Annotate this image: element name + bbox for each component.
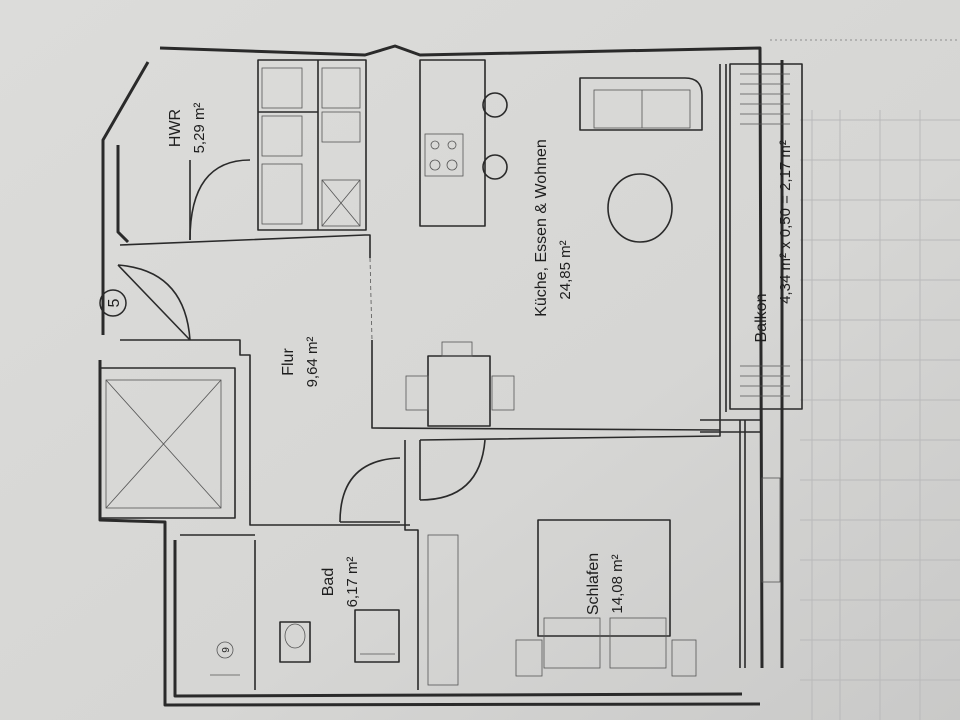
living-furniture (405, 77, 703, 427)
room-label-bad: Bad 6,17 m² (320, 557, 361, 608)
room-area: 4,34 m² x 0,50 = 2,17 m² (777, 140, 794, 304)
room-name: Bad (320, 568, 337, 596)
room-name: Schlafen (585, 553, 602, 615)
graph-grid (800, 110, 960, 720)
bedroom-furniture (427, 477, 781, 686)
room-label-kueche: Küche, Essen & Wohnen 24,85 m² (533, 139, 574, 317)
room-label-hwr: HWR 5,29 m² (167, 103, 208, 154)
room-name: Balkon (753, 294, 770, 343)
unit-number-marker: 5 (99, 289, 127, 317)
room-area: 9,64 m² (304, 337, 321, 388)
room-area: 14,08 m² (609, 554, 626, 613)
interior-walls (119, 234, 760, 690)
room-area: 6,17 m² (344, 557, 361, 608)
room-name: Flur (280, 348, 297, 376)
room-label-flur: Flur 9,64 m² (280, 337, 321, 388)
room-area: 24,85 m² (557, 240, 574, 299)
room-area: 5,29 m² (191, 103, 208, 154)
balcony (719, 63, 803, 412)
room-label-schlafen: Schlafen 14,08 m² (585, 553, 626, 615)
bathroom-fixtures: 9 (210, 609, 400, 676)
unit-number: 5 (106, 298, 123, 307)
room-name: HWR (167, 109, 184, 147)
room-name: Küche, Essen & Wohnen (533, 139, 550, 317)
room-label-balkon: Balkon 4,34 m² x 0,50 = 2,17 m² (753, 140, 794, 342)
doors (117, 159, 486, 523)
bath-symbol-label: 9 (221, 647, 232, 653)
shaft (99, 367, 236, 519)
kitchen-furniture (257, 59, 508, 231)
